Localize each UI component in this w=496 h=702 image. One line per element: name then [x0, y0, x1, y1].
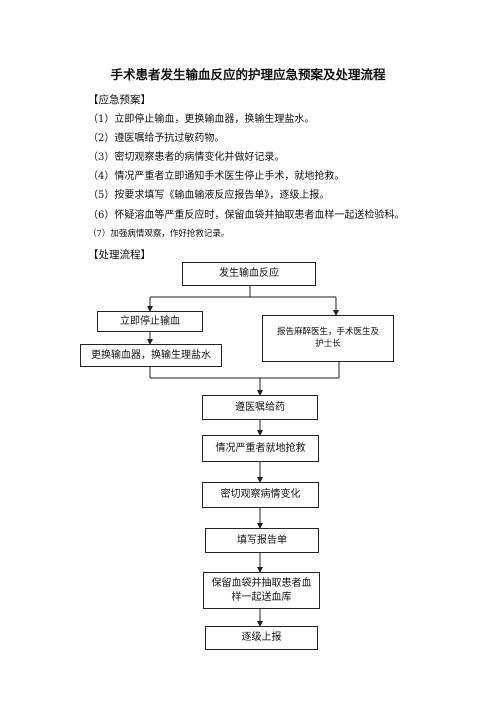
flow-escalate-box: 逐级上报	[205, 626, 318, 650]
flow-observe-box: 密切观察病情变化	[202, 482, 319, 508]
plan-item: （3）密切观察患者的病情变化并做好记录。	[88, 152, 285, 163]
plan-item: （4）情况严重者立即通知手术医生停止手术，就地抢救。	[88, 171, 345, 182]
plan-item: （6）怀疑溶血等严重反应时，保留血袋并抽取患者血样一起送检验科。	[88, 210, 405, 221]
page-title: 手术患者发生输血反应的护理应急预案及处理流程	[110, 67, 386, 82]
plan-item: （1）立即停止输血，更换输血器，换输生理盐水。	[88, 114, 315, 125]
flow-report-form-box: 填写报告单	[205, 528, 319, 553]
plan-item: （2）遵医嘱给予抗过敏药物。	[88, 133, 225, 144]
plan-item: （7）加强病情观察，作好抢救记录。	[88, 229, 230, 239]
flow-notify-box: 报告麻醉医生，手术医生及护士长	[262, 315, 394, 362]
flow-rescue-box: 情况严重者就地抢救	[202, 435, 319, 462]
plan-item: （5）按要求填写《输血输液反应报告单》，逐级上报。	[88, 190, 330, 201]
flow-retain-blood-bag-box: 保留血袋并抽取患者血样一起送血库	[203, 572, 320, 609]
flow-stop-transfusion-box: 立即停止输血	[97, 311, 203, 332]
flow-heading: 【处理流程】	[88, 249, 151, 261]
flow-replace-set-box: 更换输血器，换输生理盐水	[80, 344, 222, 367]
flow-medicate-box: 遵医嘱给药	[202, 395, 318, 420]
plan-heading: 【应急预案】	[88, 94, 151, 106]
flow-start-box: 发生输血反应	[182, 262, 316, 286]
